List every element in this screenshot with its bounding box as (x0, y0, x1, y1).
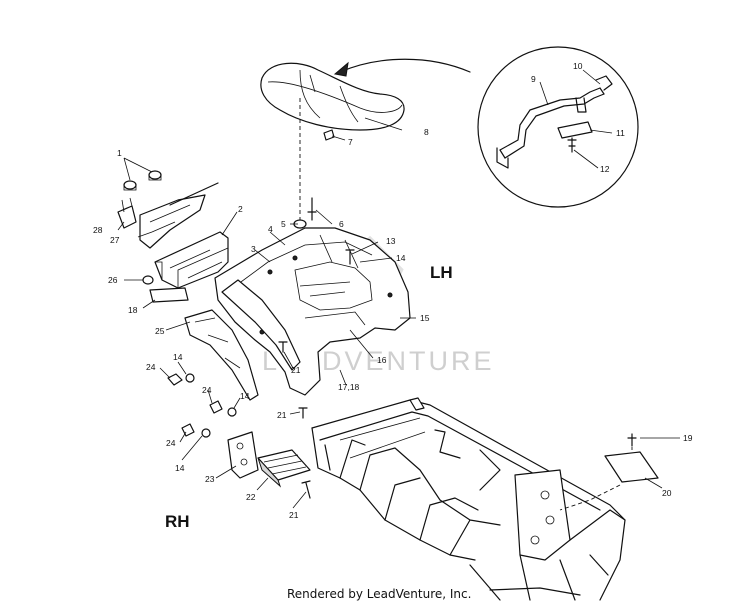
callout-24-c: 24 (166, 438, 176, 448)
seat-bolt (323, 129, 335, 141)
callout-24-b: 24 (202, 385, 212, 395)
detail-arrow-head (333, 61, 349, 77)
callout-27: 27 (110, 235, 120, 245)
storage-box (154, 231, 229, 289)
callout-28: 28 (93, 225, 103, 235)
rear-clip (307, 197, 317, 221)
seat-part (260, 62, 405, 131)
callout-4: 4 (268, 224, 273, 234)
seat-latch-inset (477, 46, 639, 208)
fender-bolt (345, 249, 355, 265)
callout-5: 5 (281, 219, 286, 229)
lid-bracket (117, 197, 137, 229)
callout-14-a: 14 (396, 253, 406, 263)
decal-plate (149, 287, 189, 303)
callout-26: 26 (108, 275, 118, 285)
grommet (142, 275, 154, 285)
fasteners-rh (167, 341, 311, 499)
callout-13: 13 (386, 236, 396, 246)
callout-25: 25 (155, 326, 165, 336)
callout-2: 2 (238, 204, 243, 214)
callout-14-c: 14 (240, 391, 250, 401)
callout-22: 22 (246, 492, 256, 502)
callout-17-18: 17,18 (338, 382, 360, 392)
leader-lines (117, 69, 680, 509)
callout-23: 23 (205, 474, 215, 484)
fender-flare (221, 279, 301, 371)
callout-10: 10 (573, 61, 583, 71)
detail-arrow (339, 58, 471, 73)
callout-3: 3 (251, 244, 256, 254)
mud-flap-rh (184, 309, 259, 401)
atv-frame (311, 397, 626, 601)
callout-6: 6 (339, 219, 344, 229)
callout-16: 16 (377, 355, 387, 365)
callout-14-d: 14 (175, 463, 185, 473)
callout-labels: 1 2 3 4 5 6 7 8 9 10 11 12 13 14 14 14 1… (93, 61, 693, 520)
footrest-bracket (227, 431, 259, 479)
storage-lid (139, 182, 219, 249)
footrest-rh (257, 449, 311, 488)
callout-21-b: 21 (277, 410, 287, 420)
callout-24-a: 24 (146, 362, 156, 372)
callout-12: 12 (600, 164, 610, 174)
callout-8: 8 (424, 127, 429, 137)
callout-1: 1 (117, 148, 122, 158)
callout-21-a: 21 (291, 365, 301, 375)
rh-label: RH (165, 512, 190, 531)
callout-21-c: 21 (289, 510, 299, 520)
footer-credit: Rendered by LeadVenture, Inc. (287, 587, 471, 601)
callout-15: 15 (420, 313, 430, 323)
callout-14-b: 14 (173, 352, 183, 362)
bumpers (123, 170, 162, 191)
callout-9: 9 (531, 74, 536, 84)
callout-7: 7 (348, 137, 353, 147)
lh-label: LH (430, 263, 453, 282)
callout-20: 20 (662, 488, 672, 498)
callout-18: 18 (128, 305, 138, 315)
callout-19: 19 (683, 433, 693, 443)
footrest-lh (559, 433, 659, 511)
callout-11: 11 (616, 128, 625, 138)
